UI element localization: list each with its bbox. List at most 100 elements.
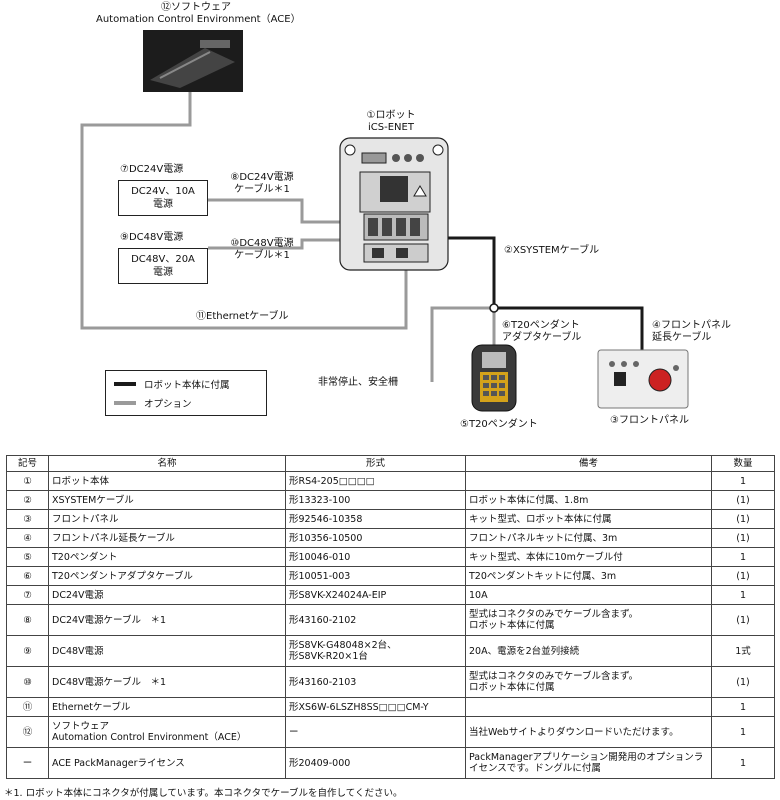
- cell-name: フロントパネル: [48, 509, 286, 529]
- cell-model: 形13323-100: [285, 490, 466, 510]
- cell-model: 形43160-2102: [285, 604, 466, 636]
- ethernet-cable-label: ⑪Ethernetケーブル: [196, 311, 289, 322]
- cell-name: DC48V電源: [48, 635, 286, 667]
- footnote: ＊1. ロボット本体にコネクタが付属しています。本コネクタでケーブルを自作してく…: [4, 788, 403, 799]
- cell-model: 形20409-000: [285, 747, 466, 779]
- cell-symbol: ⑪: [6, 697, 49, 717]
- header-name: 名称: [48, 455, 286, 472]
- legend-included: ロボット本体に付属: [114, 377, 230, 391]
- dc24-cable-label: ⑧DC24V電源 ケーブル＊1: [230, 172, 294, 195]
- cell-name: DC24V電源: [48, 585, 286, 605]
- cell-quantity: (1): [711, 566, 775, 586]
- front-panel-ext-cable-label: ④フロントパネル 延長ケーブル: [652, 320, 731, 343]
- software-package-image: [143, 30, 243, 92]
- header-quantity: 数量: [711, 455, 775, 472]
- cell-quantity: 1: [711, 697, 775, 717]
- header-remarks: 備考: [465, 455, 712, 472]
- cell-model: 形10356-10500: [285, 528, 466, 548]
- cell-remarks: 型式はコネクタのみでケーブル含まず。 ロボット本体に付属: [465, 604, 712, 636]
- cell-quantity: 1: [711, 716, 775, 748]
- dc24-label: ⑦DC24V電源: [120, 164, 184, 175]
- software-label: ⑫ソフトウェア Automation Control Environment（A…: [96, 2, 301, 25]
- cell-model: 形XS6W-6LSZH8SS□□□CM-Y: [285, 697, 466, 717]
- dc24-power-supply: DC24V、10A 電源: [118, 180, 208, 216]
- cell-symbol: ⑫: [6, 716, 49, 748]
- adapter-cable-label: ⑥T20ペンダント アダプタケーブル: [502, 320, 582, 343]
- dc48-label: ⑨DC48V電源: [120, 232, 184, 243]
- t20-pendant-label: ⑤T20ペンダント: [460, 419, 538, 430]
- cell-model: 形10046-010: [285, 547, 466, 567]
- cell-name: Ethernetケーブル: [48, 697, 286, 717]
- cell-model: 形43160-2103: [285, 666, 466, 698]
- software-line: [80, 92, 408, 330]
- cell-remarks: T20ペンダントキットに付属、3m: [465, 566, 712, 586]
- cell-name: T20ペンダント: [48, 547, 286, 567]
- cell-remarks: キット型式、ロボット本体に付属: [465, 509, 712, 529]
- cell-quantity: (1): [711, 509, 775, 529]
- cell-name: ソフトウェア Automation Control Environment（AC…: [48, 716, 286, 748]
- cell-remarks: [465, 471, 712, 491]
- cell-quantity: 1: [711, 471, 775, 491]
- cell-symbol: ー: [6, 747, 49, 779]
- cell-symbol: ⑩: [6, 666, 49, 698]
- robot-label: ①ロボット iCS-ENET: [366, 110, 416, 133]
- cell-quantity: 1式: [711, 635, 775, 667]
- cell-quantity: 1: [711, 585, 775, 605]
- cell-symbol: ③: [6, 509, 49, 529]
- cell-symbol: ⑥: [6, 566, 49, 586]
- cell-name: DC24V電源ケーブル ＊1: [48, 604, 286, 636]
- cell-remarks: ロボット本体に付属、1.8m: [465, 490, 712, 510]
- legend-included-swatch: [114, 382, 136, 386]
- cell-quantity: 1: [711, 747, 775, 779]
- cell-name: DC48V電源ケーブル ＊1: [48, 666, 286, 698]
- estop-line: [430, 306, 494, 382]
- cell-name: XSYSTEMケーブル: [48, 490, 286, 510]
- t20-pendant-image: [471, 344, 517, 412]
- cell-symbol: ①: [6, 471, 49, 491]
- cell-model: 形RS4-205□□□□: [285, 471, 466, 491]
- cell-model: 形10051-003: [285, 566, 466, 586]
- legend-included-text: ロボット本体に付属: [144, 380, 230, 391]
- estop-label: 非常停止、安全柵: [318, 377, 398, 388]
- cell-symbol: ④: [6, 528, 49, 548]
- header-symbol: 記号: [6, 455, 49, 472]
- cell-remarks: キット型式、本体に10mケーブル付: [465, 547, 712, 567]
- legend-option-swatch: [114, 401, 136, 405]
- cell-quantity: (1): [711, 666, 775, 698]
- cell-symbol: ⑦: [6, 585, 49, 605]
- cell-model: ー: [285, 716, 466, 748]
- cell-name: ロボット本体: [48, 471, 286, 491]
- cell-quantity: (1): [711, 490, 775, 510]
- cell-remarks: PackManagerアプリケーション開発用のオプションライセンスです。ドングル…: [465, 747, 712, 779]
- robot-controller-image: [339, 137, 449, 271]
- cell-quantity: (1): [711, 528, 775, 548]
- cell-name: ACE PackManagerライセンス: [48, 747, 286, 779]
- cell-model: 形S8VK-G48048×2台、 形S8VK-R20×1台: [285, 635, 466, 667]
- legend: ロボット本体に付属 オプション: [105, 370, 267, 416]
- front-panel-label: ③フロントパネル: [610, 415, 689, 426]
- cell-remarks: 10A: [465, 585, 712, 605]
- table-header-row: 記号 名称 形式 備考 数量: [6, 455, 775, 472]
- dc48-cable-label: ⑩DC48V電源 ケーブル＊1: [230, 238, 294, 261]
- cell-model: 形S8VK-X24024A-EIP: [285, 585, 466, 605]
- cell-symbol: ⑨: [6, 635, 49, 667]
- header-model: 形式: [285, 455, 466, 472]
- cell-remarks: [465, 697, 712, 717]
- cell-name: フロントパネル延長ケーブル: [48, 528, 286, 548]
- cell-symbol: ②: [6, 490, 49, 510]
- wiring-diagram: [80, 30, 689, 412]
- cell-quantity: 1: [711, 547, 775, 567]
